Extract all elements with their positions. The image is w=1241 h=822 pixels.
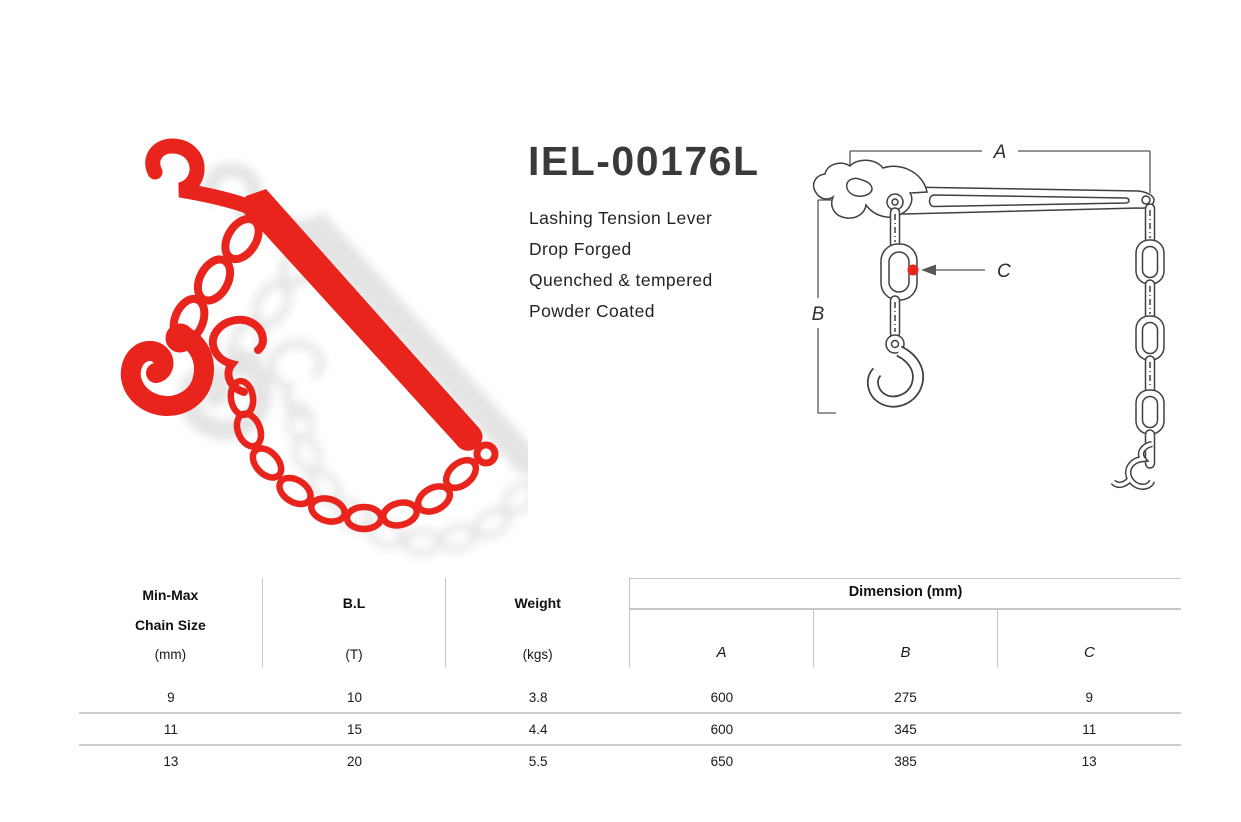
product-photo — [58, 108, 528, 570]
product-model: IEL-00176L — [528, 138, 760, 184]
header-label: Weight — [514, 595, 561, 611]
cell-dim-a: 650 — [710, 753, 734, 769]
table-row: 9 10 3.8 600 275 9 — [79, 682, 1181, 712]
cell-dim-a: 600 — [710, 721, 734, 737]
cell-chain-size: 9 — [167, 689, 175, 705]
dimension-a-label: A — [993, 142, 1007, 163]
dimension-c-label: C — [997, 261, 1011, 282]
c-marker-dot — [907, 264, 919, 276]
header-dimension-group: Dimension (mm) A B C — [630, 578, 1181, 667]
table-row: 13 20 5.5 650 385 13 — [79, 744, 1181, 776]
dimension-group-title: Dimension (mm) — [630, 579, 1181, 610]
header-bl: B.L (T) — [263, 578, 447, 667]
right-chain-drawn — [1135, 203, 1165, 469]
cell-dim-c: 9 — [1085, 689, 1093, 705]
header-unit: (T) — [345, 647, 363, 662]
cell-bl: 15 — [346, 721, 363, 737]
cell-dim-a: 600 — [710, 689, 734, 705]
dimension-c-arrowhead — [921, 264, 936, 276]
lever-slot — [928, 194, 1130, 208]
header-label: B.L — [342, 595, 366, 611]
header-dim-b: B — [813, 610, 997, 667]
table-row: 11 15 4.4 600 345 11 — [79, 712, 1181, 744]
feature-line: Powder Coated — [529, 301, 655, 321]
feature-list: Lashing Tension Lever Drop Forged Quench… — [529, 203, 713, 327]
s-hook-drawn-inner — [1111, 442, 1154, 489]
feature-line: Drop Forged — [529, 239, 632, 259]
header-unit: (kgs) — [522, 647, 553, 662]
technical-drawing: A B C — [812, 142, 1165, 490]
dimension-subheaders: A B C — [630, 610, 1181, 667]
table-header: Min-Max Chain Size (mm) B.L (T) Weight (… — [79, 578, 1181, 667]
photo-shadow — [189, 170, 528, 553]
feature-line: Lashing Tension Lever — [529, 208, 713, 228]
header-unit: (mm) — [154, 647, 187, 662]
cell-dim-b: 345 — [894, 721, 917, 737]
header-label: Min-Max — [142, 587, 199, 603]
cell-dim-c: 11 — [1082, 721, 1097, 737]
dimension-b-label: B — [812, 304, 825, 325]
header-label: Chain Size — [134, 617, 206, 633]
cell-dim-b: 275 — [894, 689, 917, 705]
header-weight: Weight (kgs) — [446, 578, 631, 667]
header-dim-c: C — [996, 610, 1181, 667]
cell-chain-size: 11 — [163, 721, 178, 737]
feature-line: Quenched & tempered — [529, 270, 713, 290]
header-chain-size: Min-Max Chain Size (mm) — [79, 578, 263, 667]
spec-table: Min-Max Chain Size (mm) B.L (T) Weight (… — [79, 578, 1181, 776]
cell-dim-c: 13 — [1081, 753, 1097, 769]
lever-head-hole — [845, 177, 873, 197]
table-body: 9 10 3.8 600 275 9 11 15 4.4 600 345 11 … — [79, 682, 1181, 776]
left-chain-drawn — [880, 207, 918, 354]
cell-weight: 3.8 — [528, 689, 548, 705]
head-pivot-eye-inner — [891, 198, 899, 206]
cell-bl: 10 — [346, 689, 363, 705]
header-dim-a: A — [716, 644, 727, 661]
cell-chain-size: 13 — [163, 753, 179, 769]
cell-weight: 5.5 — [528, 753, 548, 769]
cell-bl: 20 — [346, 753, 363, 769]
lever-end-eye — [1141, 195, 1151, 205]
dimension-a-line — [849, 150, 1151, 193]
grab-hook-drawn-inner — [868, 347, 923, 406]
cell-dim-b: 385 — [894, 753, 917, 769]
cell-weight: 4.4 — [528, 721, 548, 737]
